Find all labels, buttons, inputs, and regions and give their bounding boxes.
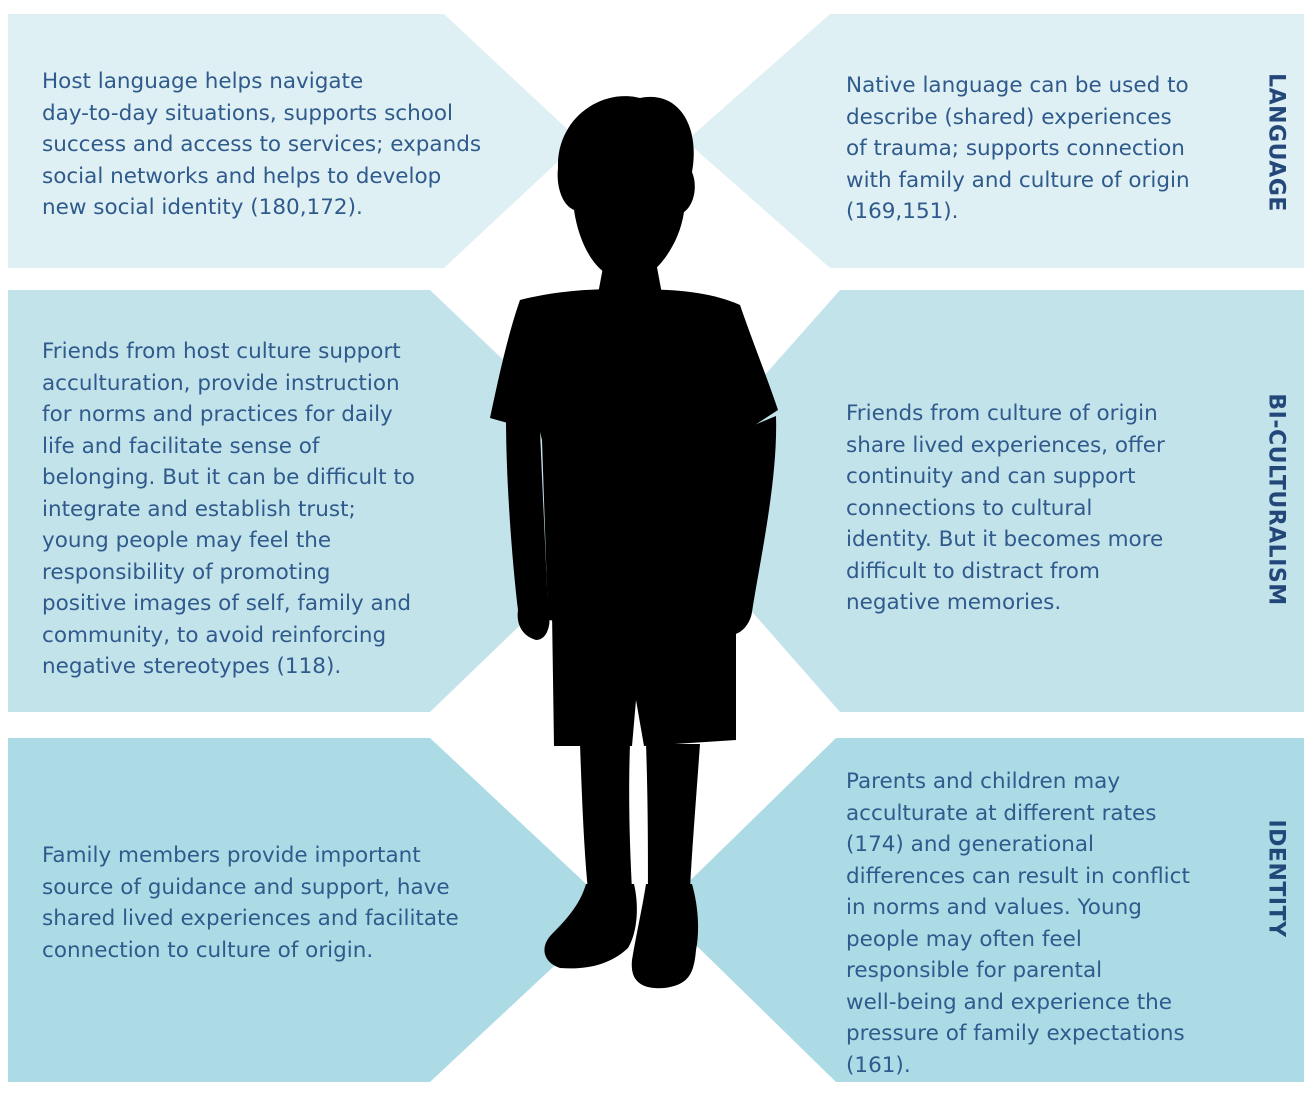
child-silhouette — [490, 96, 778, 989]
label-identity: IDENTITY — [1263, 819, 1289, 938]
panel-identity-left — [8, 738, 614, 1082]
label-language: LANGUAGE — [1263, 73, 1289, 212]
biculturalism-left-text: Friends from host culture support accult… — [42, 339, 415, 679]
panel-biculturalism-left — [8, 290, 650, 712]
panel-language-left — [8, 14, 580, 268]
identity-right-text: Parents and children may acculturate at … — [846, 769, 1190, 1078]
panel-biculturalism-right — [654, 290, 1304, 712]
label-biculturalism: BI-CULTURALISM — [1263, 393, 1289, 606]
identity-left-text: Family members provide important source … — [42, 843, 459, 963]
language-left-text: Host language helps navigate day-to-day … — [42, 69, 482, 220]
panel-language-right — [686, 14, 1304, 268]
language-right-text: Native language can be used to describe … — [846, 73, 1190, 224]
panel-identity-right — [660, 738, 1304, 1082]
biculturalism-right-text: Friends from culture of origin share liv… — [846, 401, 1165, 615]
